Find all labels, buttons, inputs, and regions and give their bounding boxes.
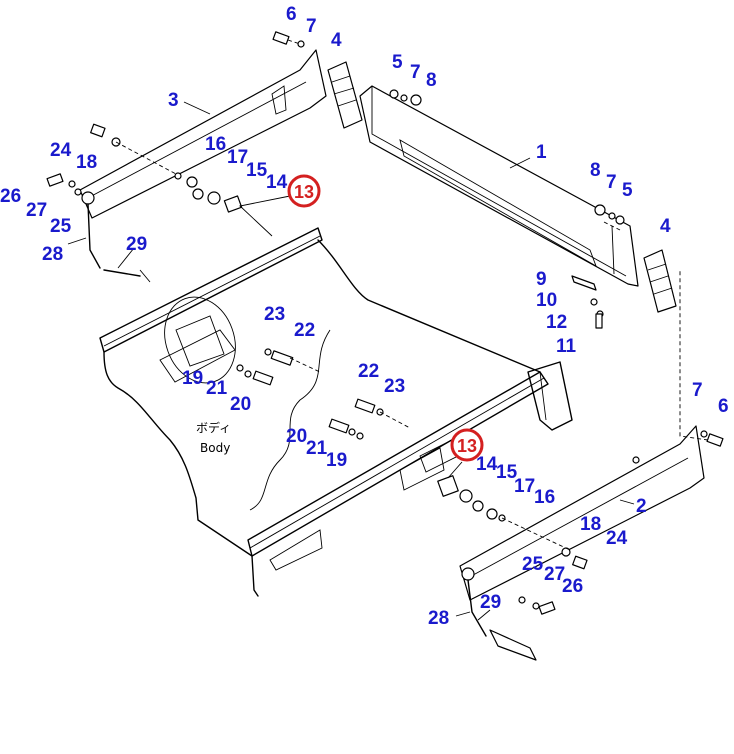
- callout-label: 23: [264, 304, 285, 325]
- callout-label: 29: [480, 592, 501, 613]
- callout-label: 6: [718, 396, 729, 417]
- callout-label: 10: [536, 290, 557, 311]
- callout-label: 22: [294, 320, 315, 341]
- assembly-lines: [115, 39, 709, 551]
- callout-label: 20: [230, 394, 251, 415]
- highlight-callout-13-upper: 13: [287, 174, 321, 208]
- callout-label: 26: [0, 186, 21, 207]
- callout-label: 7: [306, 16, 317, 37]
- leader-lines: [67, 101, 635, 621]
- callout-label: 21: [206, 378, 228, 399]
- callout-label: 28: [42, 244, 63, 265]
- highlight-label: 13: [457, 436, 477, 456]
- callout-label: 14: [266, 172, 288, 193]
- callout-label: 28: [428, 608, 449, 629]
- callout-label: 1: [536, 142, 547, 163]
- callout-label: 24: [50, 140, 72, 161]
- callout-label: 29: [126, 234, 147, 255]
- callout-label: 3: [168, 90, 179, 111]
- callout-label: 16: [534, 487, 555, 508]
- callout-label: 18: [580, 514, 601, 535]
- callout-label: 19: [182, 368, 203, 389]
- part-1-panel: [359, 85, 639, 287]
- callout-label: 17: [227, 147, 248, 168]
- highlight-label: 13: [294, 182, 314, 202]
- callout-label: 7: [410, 62, 421, 83]
- part-4-plates: [327, 61, 677, 313]
- callout-label: 15: [496, 462, 518, 483]
- callout-label: 26: [562, 576, 583, 597]
- callout-label: 2: [636, 496, 647, 517]
- callout-label: 15: [246, 160, 268, 181]
- callout-label: 18: [76, 152, 97, 173]
- callout-label: 22: [358, 361, 379, 382]
- callout-label: 17: [514, 476, 535, 497]
- callout-label: 21: [306, 438, 328, 459]
- callout-label: 14: [476, 454, 498, 475]
- callout-label: 4: [660, 216, 671, 237]
- callout-label: 6: [286, 4, 297, 25]
- callout-label: 8: [590, 160, 601, 181]
- callout-label: 19: [326, 450, 347, 471]
- callout-labels: 6 7 4 3 5 7 8 1 24 18 16 17 15 14 26 27 …: [0, 4, 729, 629]
- callout-label: 12: [546, 312, 567, 333]
- highlight-callout-13-lower: 13: [450, 428, 484, 462]
- callout-label: 27: [544, 564, 565, 585]
- callout-label: 7: [692, 380, 703, 401]
- callout-label: 27: [26, 200, 47, 221]
- callout-label: 20: [286, 426, 307, 447]
- callout-label: 25: [50, 216, 72, 237]
- body-label-jp: ボディ: [196, 420, 231, 435]
- callout-label: 23: [384, 376, 405, 397]
- callout-label: 16: [205, 134, 226, 155]
- body-label-en: Body: [200, 441, 230, 455]
- callout-label: 4: [331, 30, 342, 51]
- dump-body: [99, 195, 573, 597]
- callout-label: 11: [556, 336, 577, 357]
- callout-label: 24: [606, 528, 628, 549]
- callout-label: 25: [522, 554, 544, 575]
- callout-label: 5: [622, 180, 633, 201]
- callout-label: 5: [392, 52, 403, 73]
- hardware: [46, 31, 724, 615]
- link-rods: [87, 203, 537, 661]
- callout-label: 8: [426, 70, 437, 91]
- callout-label: 7: [606, 172, 617, 193]
- part-3-arm: [79, 49, 327, 219]
- callout-label: 9: [536, 269, 547, 290]
